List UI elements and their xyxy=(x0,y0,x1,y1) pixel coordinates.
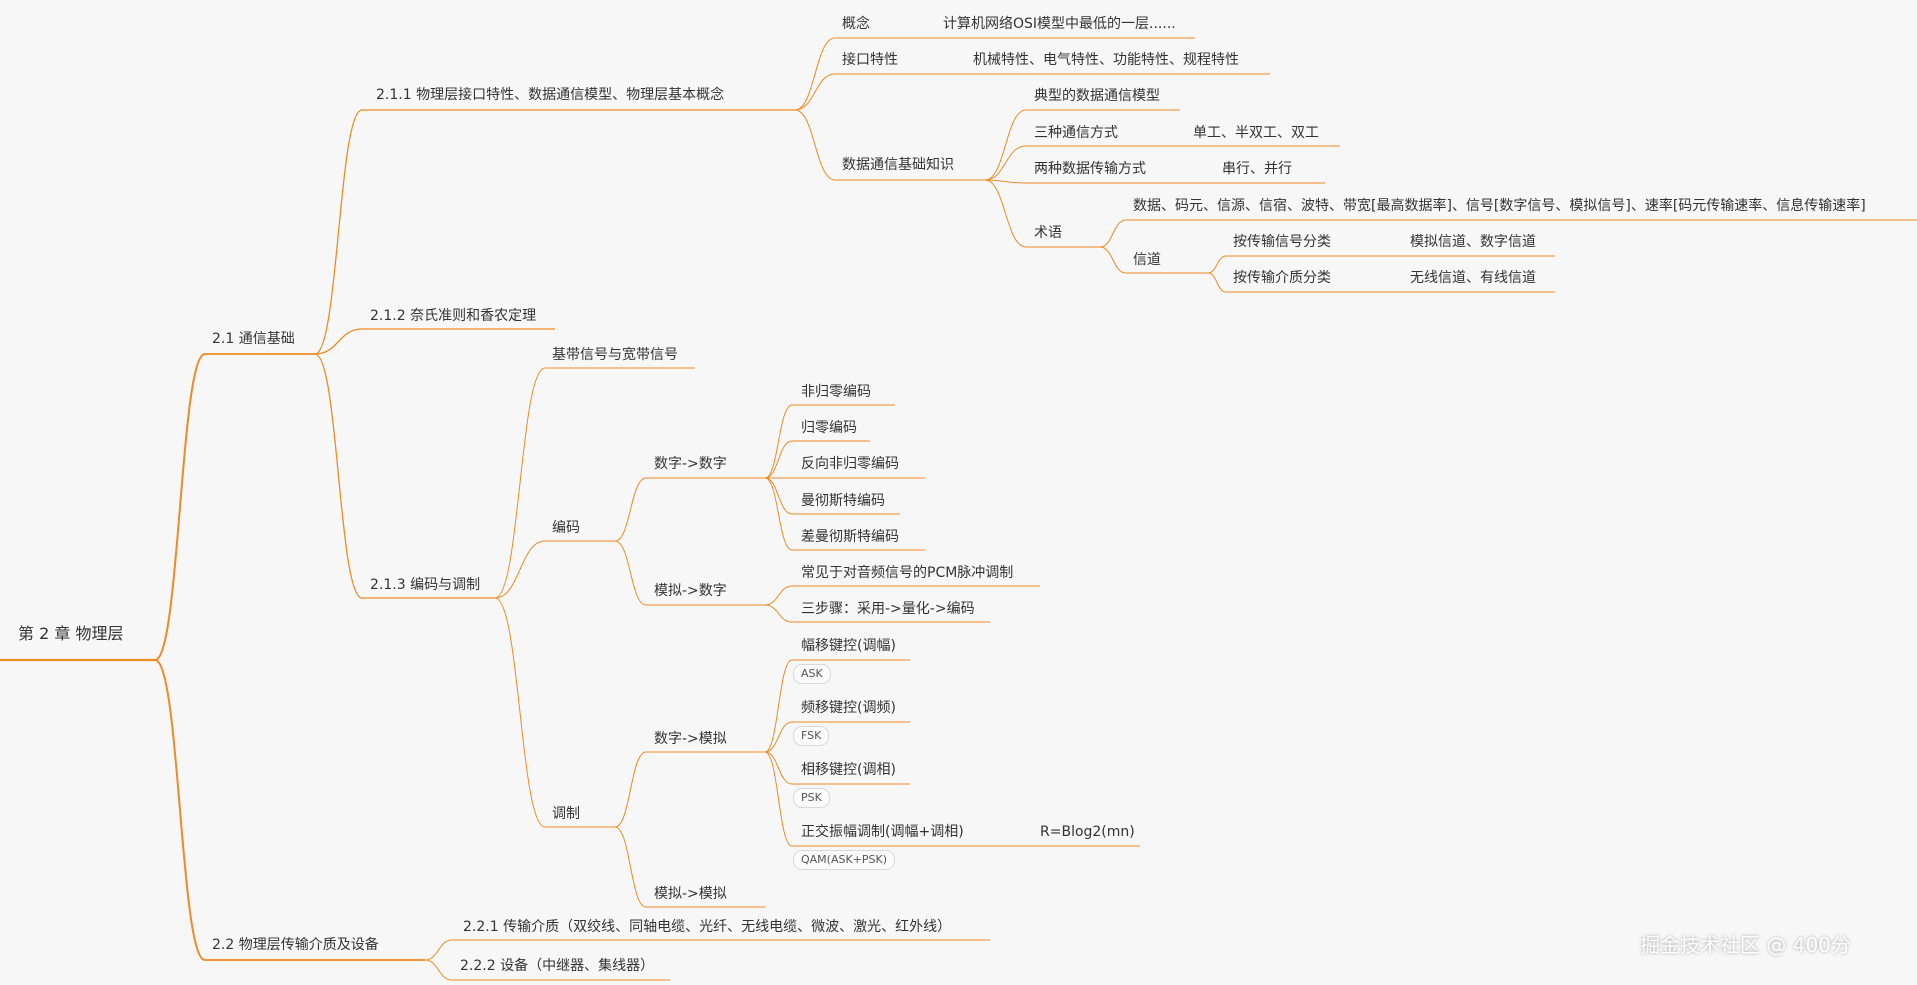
topic-ask[interactable]: 幅移键控(调幅) xyxy=(801,638,896,654)
connector xyxy=(984,145,1027,181)
connector xyxy=(794,37,836,111)
connector xyxy=(1099,219,1127,248)
channel-by-signal-description[interactable]: 模拟信道、数字信道 xyxy=(1410,234,1536,250)
connector xyxy=(984,109,1027,181)
topic-channel-by-signal[interactable]: 按传输信号分类 xyxy=(1233,234,1331,250)
topic-2-1-1[interactable]: 2.1.1 物理层接口特性、数据通信模型、物理层基本概念 xyxy=(376,87,725,103)
topic-2-2-2[interactable]: 2.2.2 设备（中继器、集线器） xyxy=(460,958,655,974)
fsk-label: FSK xyxy=(793,726,830,746)
connector xyxy=(1207,255,1227,274)
three-modes-description[interactable]: 单工、半双工、双工 xyxy=(1193,125,1319,141)
connector xyxy=(794,109,836,181)
connector xyxy=(794,73,836,111)
connector xyxy=(154,353,206,661)
topic-typical-communication-model[interactable]: 典型的数据通信模型 xyxy=(1034,88,1160,104)
ask-label: ASK xyxy=(793,664,831,684)
topic-2-1[interactable]: 2.1 通信基础 xyxy=(212,331,295,347)
topic-interface-characteristics[interactable]: 接口特性 xyxy=(842,52,898,68)
topic-concept[interactable]: 概念 xyxy=(842,16,870,32)
terminology-description[interactable]: 数据、码元、信源、信宿、波特、带宽[最高数据率]、信号[数字信号、模拟信号]、速… xyxy=(1133,198,1866,214)
connector xyxy=(764,604,793,623)
connector xyxy=(314,353,363,599)
connector xyxy=(764,477,793,515)
connector xyxy=(764,585,793,606)
topic-digital-to-digital[interactable]: 数字->数字 xyxy=(654,456,727,472)
connector xyxy=(614,826,647,908)
connector xyxy=(764,721,793,753)
connector xyxy=(424,959,453,981)
topic-two-transmission-modes[interactable]: 两种数据传输方式 xyxy=(1034,161,1146,177)
topic-pcm[interactable]: 常见于对音频信号的PCM脉冲调制 xyxy=(801,565,1014,581)
connector xyxy=(494,597,546,828)
concept-description[interactable]: 计算机网络OSI模型中最低的一层...... xyxy=(943,16,1176,32)
connector xyxy=(614,540,647,606)
topic-modulation[interactable]: 调制 xyxy=(552,806,580,822)
connector xyxy=(1099,246,1127,274)
connector xyxy=(494,540,546,599)
connector xyxy=(764,440,793,479)
two-modes-description[interactable]: 串行、并行 xyxy=(1222,161,1292,177)
topic-nrz[interactable]: 非归零编码 xyxy=(801,384,871,400)
psk-label: PSK xyxy=(793,788,830,808)
connector xyxy=(314,109,363,355)
topic-qam[interactable]: 正交振幅调制(调幅+调相) xyxy=(801,824,964,840)
topic-psk[interactable]: 相移键控(调相) xyxy=(801,762,896,778)
connector xyxy=(424,939,453,961)
qam-label: QAM(ASK+PSK) xyxy=(793,850,896,870)
channel-by-medium-description[interactable]: 无线信道、有线信道 xyxy=(1410,270,1536,286)
connector xyxy=(494,367,546,599)
topic-digital-to-analog[interactable]: 数字->模拟 xyxy=(654,731,727,747)
topic-fsk[interactable]: 频移键控(调频) xyxy=(801,700,896,716)
topic-analog-to-analog[interactable]: 模拟->模拟 xyxy=(654,886,727,902)
topic-2-2[interactable]: 2.2 物理层传输介质及设备 xyxy=(212,937,379,953)
topic-channel-by-medium[interactable]: 按传输介质分类 xyxy=(1233,270,1331,286)
topic-2-2-1[interactable]: 2.2.1 传输介质（双绞线、同轴电缆、光纤、无线电缆、微波、激光、红外线） xyxy=(463,919,952,935)
topic-2-1-3[interactable]: 2.1.3 编码与调制 xyxy=(370,577,481,593)
connector xyxy=(764,751,793,785)
topic-baseband-broadband[interactable]: 基带信号与宽带信号 xyxy=(552,347,678,363)
connector xyxy=(614,751,647,828)
topic-manchester[interactable]: 曼彻斯特编码 xyxy=(801,493,885,509)
connector xyxy=(314,328,363,355)
topic-channel[interactable]: 信道 xyxy=(1133,252,1161,268)
qam-formula[interactable]: R=Blog2(mn) xyxy=(1040,824,1135,840)
connector xyxy=(984,179,1027,248)
connector xyxy=(764,404,793,479)
connector xyxy=(984,179,1027,184)
topic-encoding[interactable]: 编码 xyxy=(552,520,580,536)
connector xyxy=(614,477,647,542)
topic-2-1-2[interactable]: 2.1.2 奈氏准则和香农定理 xyxy=(370,308,537,324)
connector xyxy=(1207,272,1227,293)
topic-differential-manchester[interactable]: 差曼彻斯特编码 xyxy=(801,529,899,545)
connector xyxy=(764,659,793,753)
connector xyxy=(154,659,206,961)
topic-rz[interactable]: 归零编码 xyxy=(801,420,857,436)
topic-analog-to-digital[interactable]: 模拟->数字 xyxy=(654,583,727,599)
topic-three-steps[interactable]: 三步骤：采用->量化->编码 xyxy=(801,601,975,617)
topic-nrzi[interactable]: 反向非归零编码 xyxy=(801,456,899,472)
connector xyxy=(764,477,793,551)
topic-terminology[interactable]: 术语 xyxy=(1034,225,1062,241)
watermark: 掘金技术社区 @ 400分 xyxy=(1640,933,1851,957)
root-topic[interactable]: 第 2 章 物理层 xyxy=(18,624,124,643)
topic-three-communication-modes[interactable]: 三种通信方式 xyxy=(1034,125,1118,141)
interface-characteristics-description[interactable]: 机械特性、电气特性、功能特性、规程特性 xyxy=(973,52,1239,68)
topic-data-communication-basics[interactable]: 数据通信基础知识 xyxy=(842,157,954,173)
connector xyxy=(764,751,793,847)
